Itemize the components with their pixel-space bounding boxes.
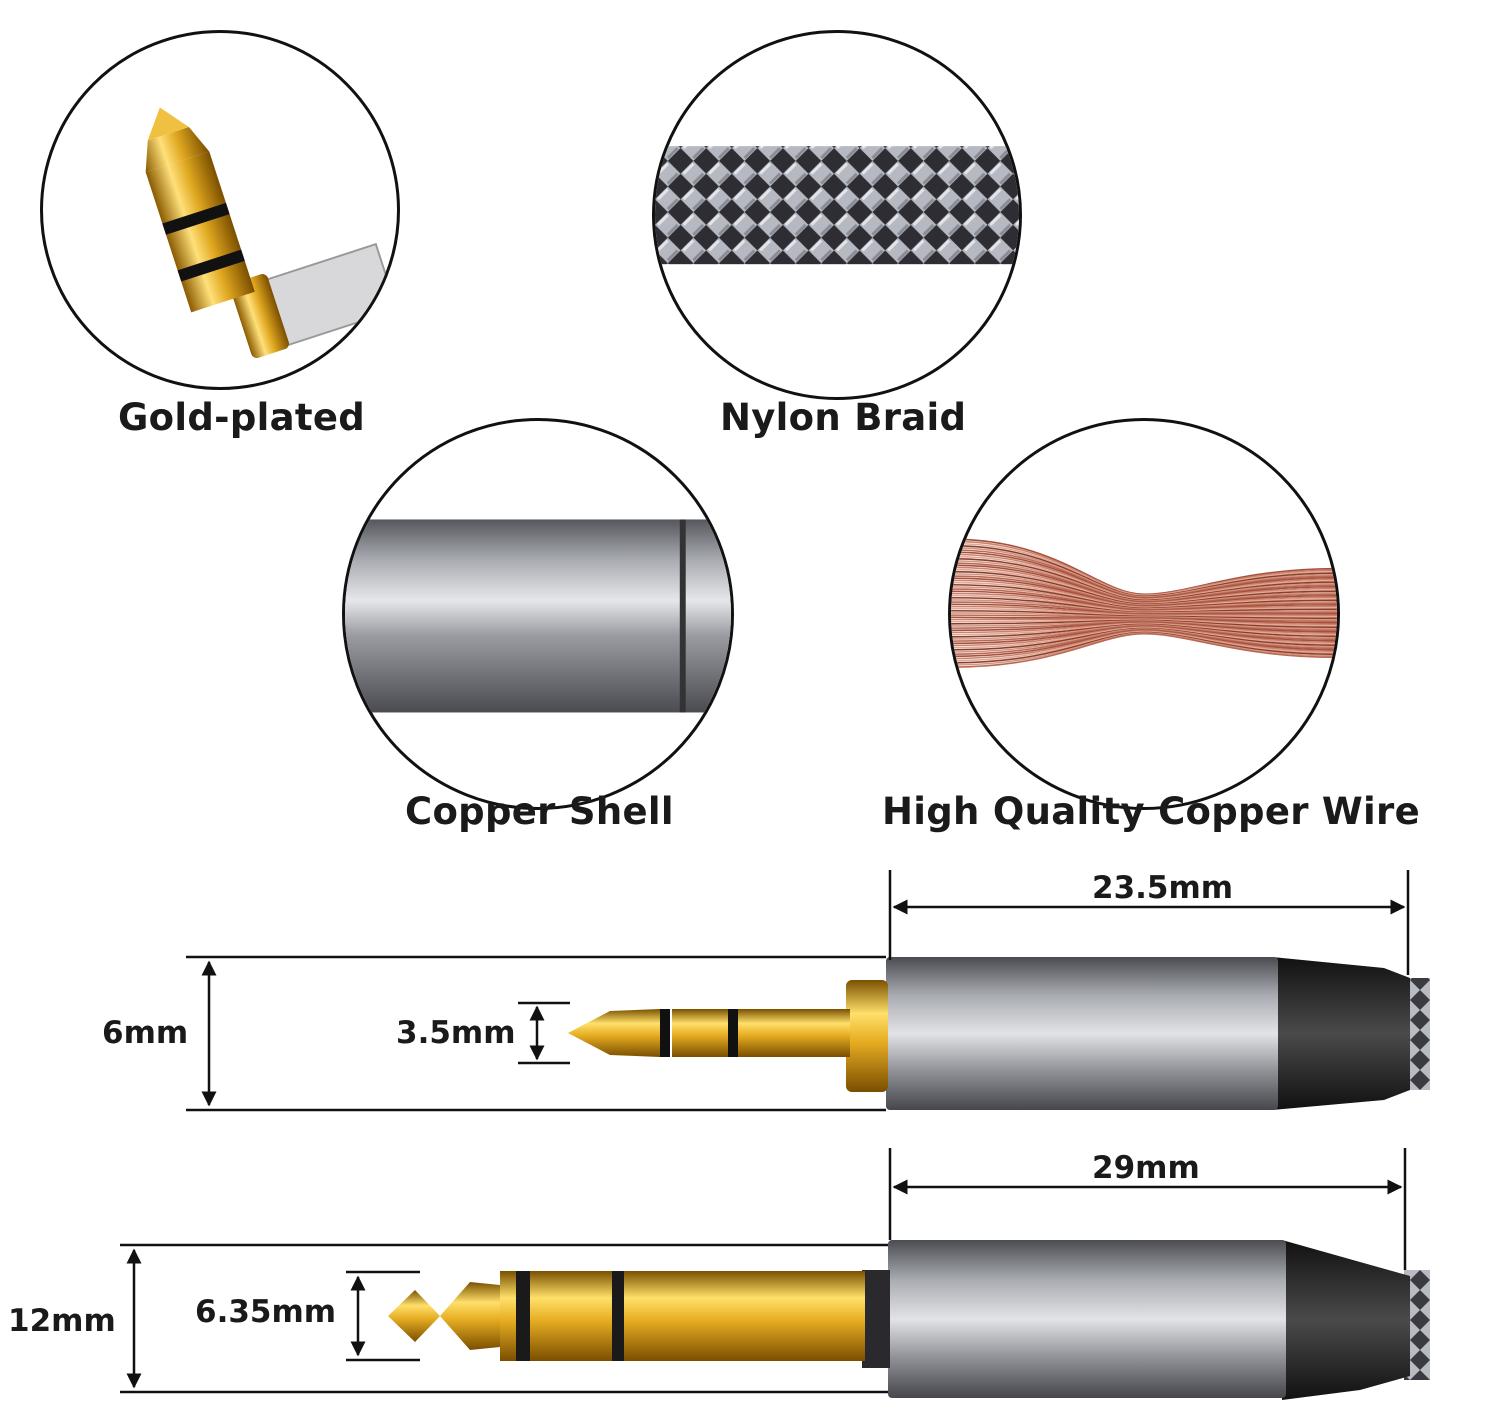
copper-wire-icon (951, 538, 1337, 668)
copper-shell-caption: Copper Shell (405, 790, 674, 833)
outer-diameter-label-3-5mm: 6mm (102, 1015, 189, 1051)
gold-plated-caption: Gold-plated (118, 396, 366, 439)
length-label-3-5mm: 23.5mm (1092, 870, 1234, 906)
nylon-braid-icon (655, 146, 1019, 265)
outer-diameter-label-6-35mm: 12mm (8, 1303, 116, 1339)
gold-plated-plug-icon (145, 107, 397, 358)
copper-wire-circle (948, 418, 1340, 810)
nylon-braid-circle (652, 30, 1022, 400)
plug-6-35mm (388, 1240, 1430, 1400)
dimension-lines-3-5mm (186, 870, 1410, 1112)
plug-diameter-label-6-35mm: 6.35mm (195, 1294, 337, 1330)
dimension-lines-6-35mm (120, 1148, 1407, 1394)
copper-wire-caption: High Quality Copper Wire (882, 790, 1420, 833)
copper-shell-circle (342, 418, 734, 810)
plug-dimension-drawing (120, 870, 1430, 1400)
gold-plated-circle (40, 30, 400, 390)
plug-3-5mm (568, 957, 1430, 1110)
nylon-braid-caption: Nylon Braid (720, 396, 967, 439)
plug-diameter-label-3-5mm: 3.5mm (396, 1015, 516, 1051)
copper-shell-icon (345, 519, 731, 713)
length-label-6-35mm: 29mm (1092, 1150, 1200, 1186)
